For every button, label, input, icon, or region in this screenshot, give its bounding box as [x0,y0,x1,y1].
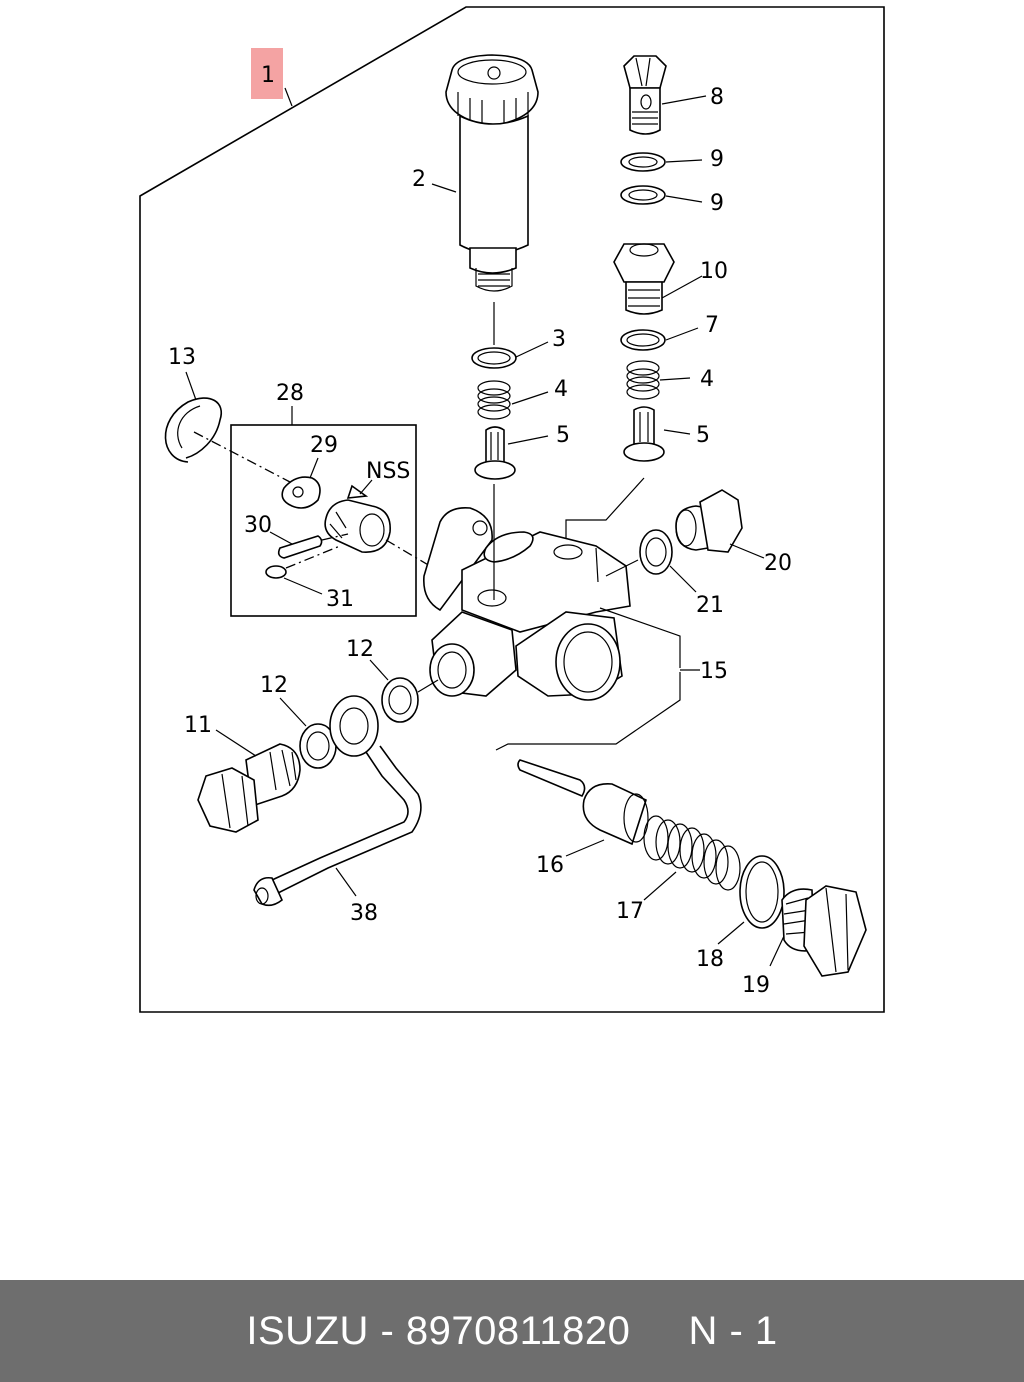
spring-4-right [626,360,660,400]
footer-sheet: N - 1 [688,1308,778,1353]
callout-17: 17 [616,899,644,924]
o-ring-3 [471,347,517,369]
callout-3: 3 [552,327,566,352]
callout-31: 31 [326,587,354,612]
eye-bolt-8 [623,55,667,135]
callout-nss: NSS [366,459,410,484]
callout-4-right: 4 [700,367,714,392]
washer-9b [620,185,666,205]
callout-29: 29 [310,433,338,458]
pin-31 [265,565,287,579]
callout-2: 2 [412,167,426,192]
diagram-frame [139,6,885,1013]
callout-9b: 9 [710,191,724,216]
callout-4-left: 4 [554,377,568,402]
callout-5-left: 5 [556,423,570,448]
banjo-pipe-38 [253,695,422,907]
callout-1: 1 [261,63,275,88]
callout-19: 19 [742,973,770,998]
valve-5-right [623,406,665,462]
callout-11: 11 [184,713,212,738]
pump-body-15 [423,506,631,701]
plug-19 [781,885,867,977]
callout-12a: 12 [346,637,374,662]
callout-10: 10 [700,259,728,284]
valve-5-left [474,426,516,480]
part-footer-text: ISUZU - 8970811820 N - 1 [246,1309,777,1354]
footer-brand: ISUZU [246,1308,369,1353]
callout-20: 20 [764,551,792,576]
spring-4-left [477,380,511,420]
washer-21 [639,529,673,575]
footer-separator: - [368,1308,406,1353]
fitting-10 [613,243,675,315]
callout-28: 28 [276,381,304,406]
callout-9a: 9 [710,147,724,172]
priming-pump [445,54,539,292]
washer-9a [620,152,666,172]
sleeve-16 [582,783,649,846]
callout-7: 7 [705,313,719,338]
callout-18: 18 [696,947,724,972]
spring-17 [643,815,741,891]
parts-diagram: 1 2 3 4 5 8 9 9 10 7 4 5 13 28 29 NSS 30… [139,6,885,1013]
callout-15: 15 [700,659,728,684]
pin-30 [277,535,323,559]
callout-16: 16 [536,853,564,878]
callout-12b: 12 [260,673,288,698]
gasket-18 [739,855,785,929]
callout-21: 21 [696,593,724,618]
plug-20 [675,489,743,553]
bushing-29 [281,476,321,509]
callout-13: 13 [168,345,196,370]
kit-28-box [230,424,417,617]
callout-38: 38 [350,901,378,926]
lever-nss [324,484,391,553]
washer-12a [381,677,419,723]
footer-part-number: 8970811820 [405,1308,631,1353]
snap-ring-13 [164,397,223,463]
o-ring-7 [620,329,666,351]
eye-bolt-11 [197,743,301,833]
callout-8: 8 [710,85,724,110]
callout-30: 30 [244,513,272,538]
footer-gap [630,1309,688,1353]
part-footer-bar: ISUZU - 8970811820 N - 1 [0,1280,1024,1382]
item-1-highlight [251,48,283,99]
callout-5-right: 5 [696,423,710,448]
